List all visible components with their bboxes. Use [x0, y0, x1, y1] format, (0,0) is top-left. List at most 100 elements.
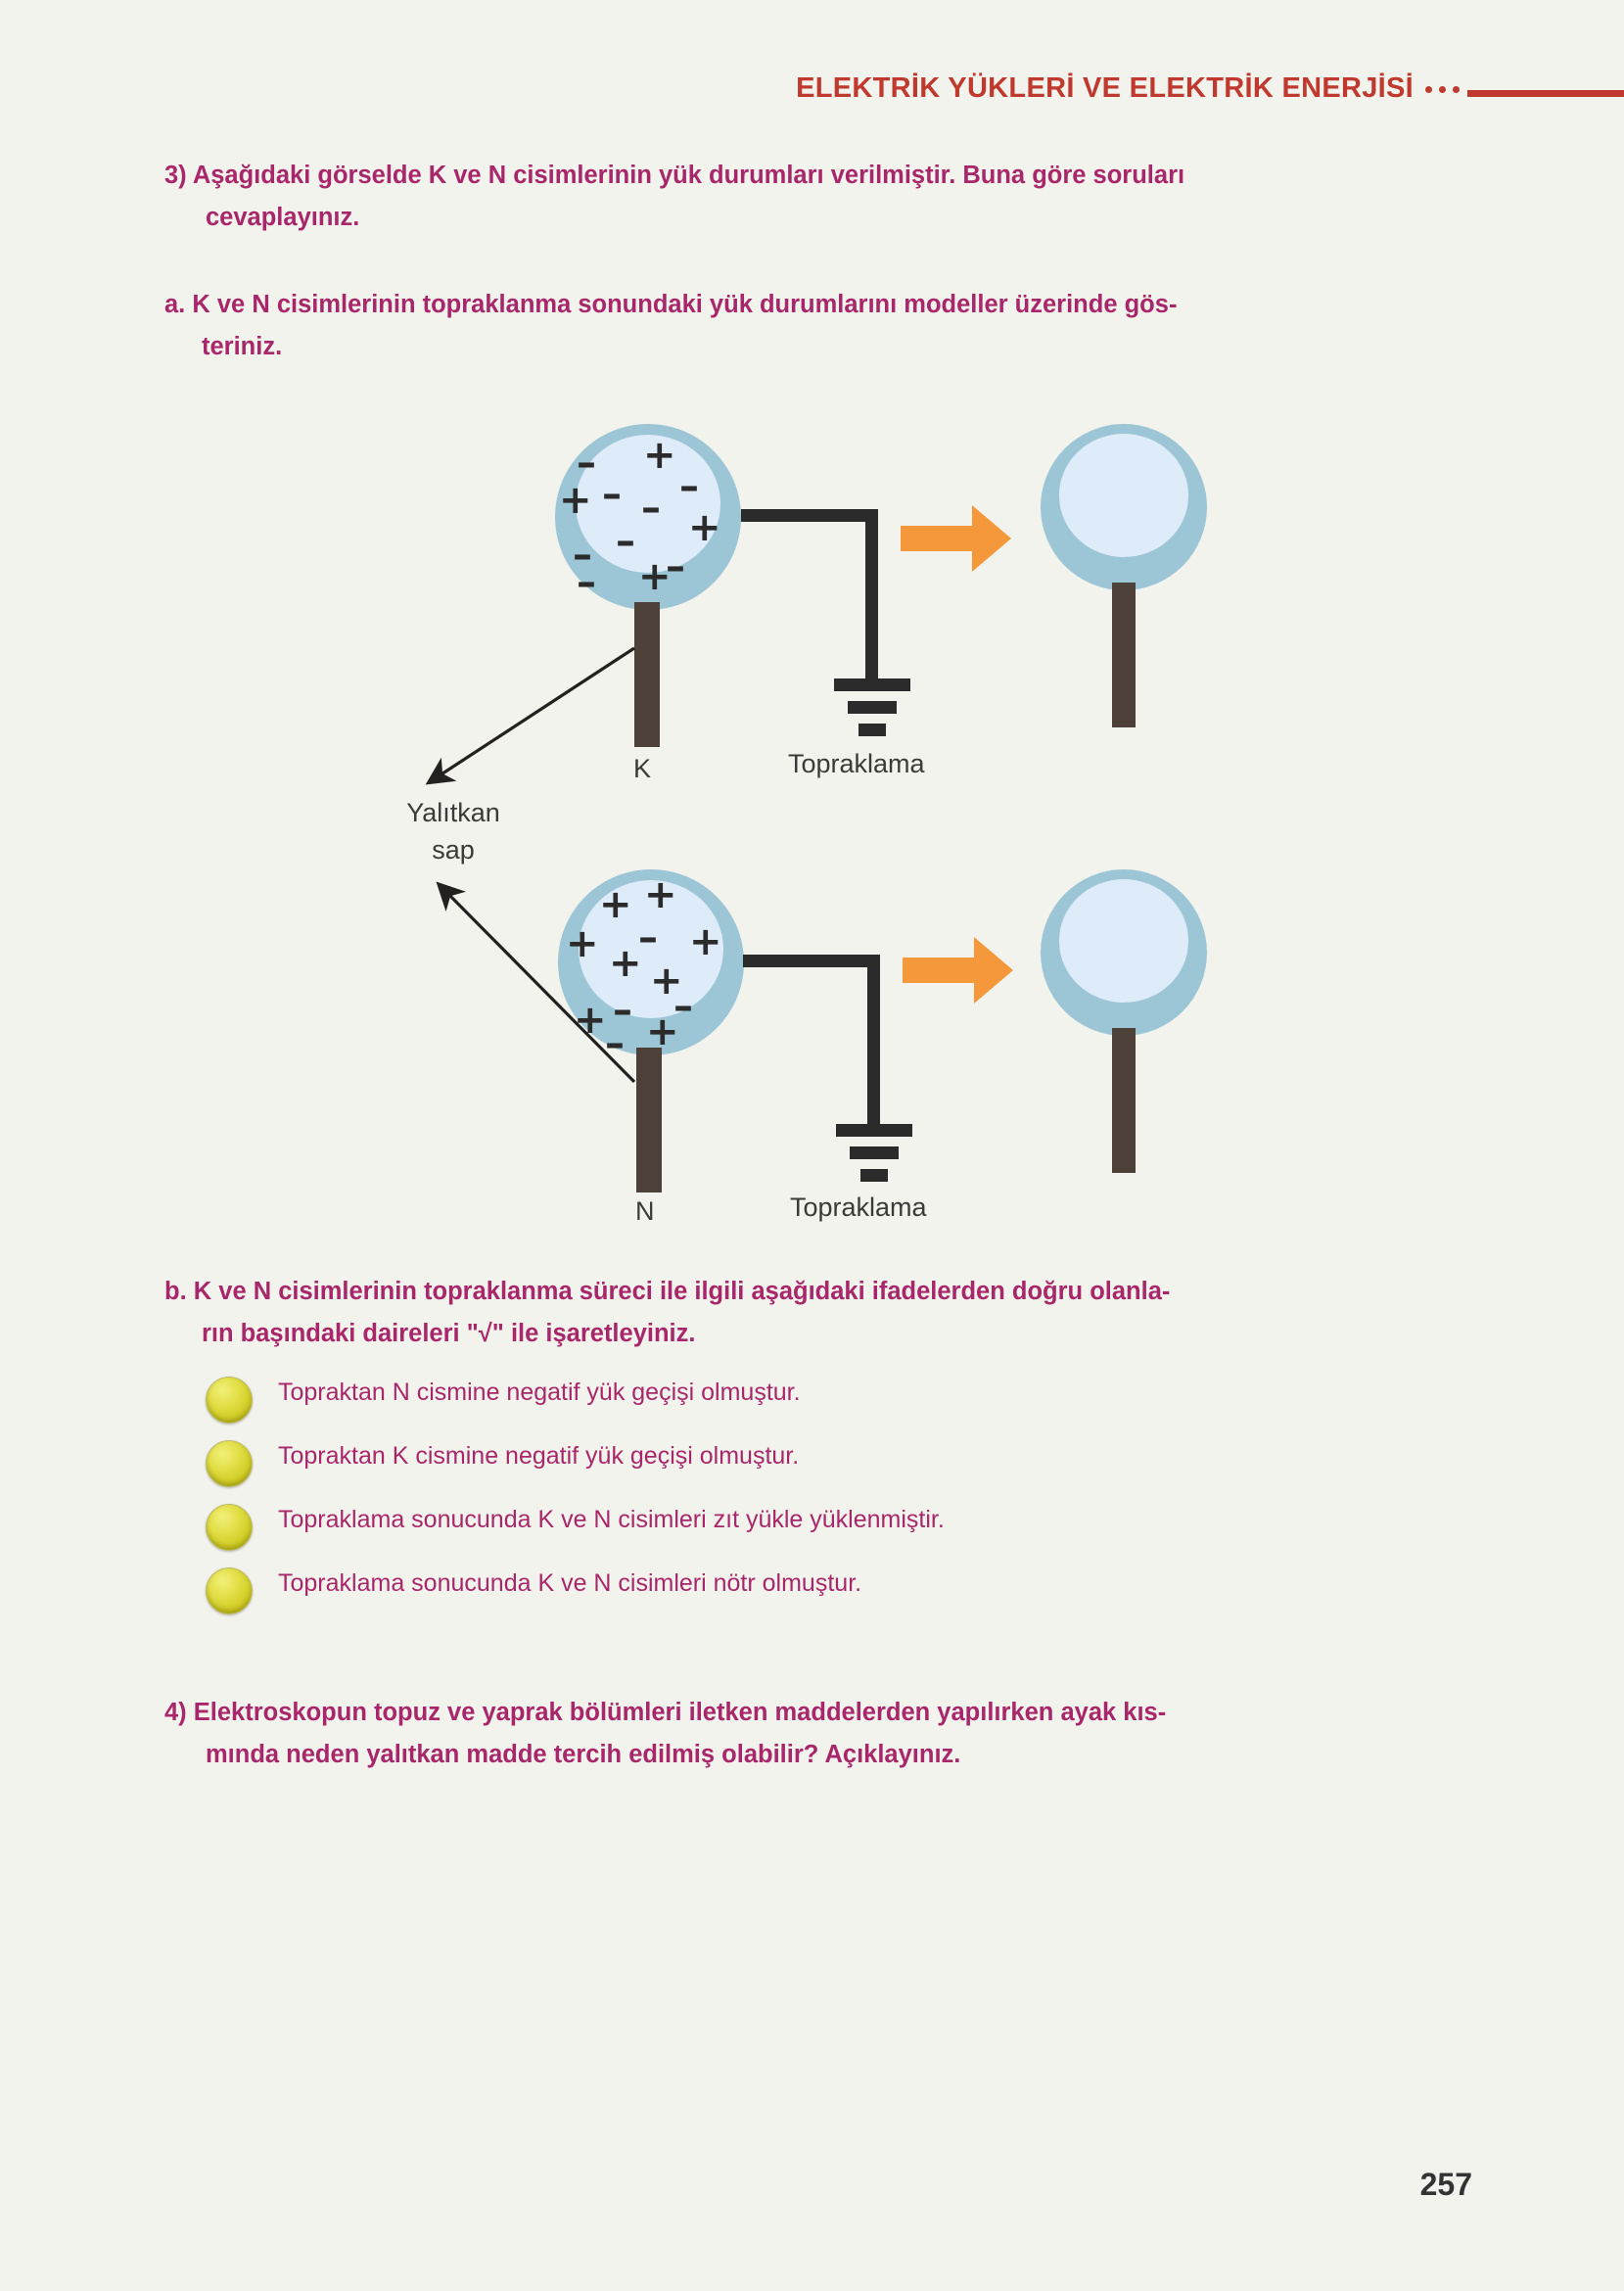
question-4-number: 4) — [164, 1699, 187, 1726]
insulating-handle-label-line2: sap — [432, 835, 475, 865]
object-k-label: K — [633, 754, 652, 783]
ground-label-n: Topraklama — [790, 1192, 927, 1222]
check-circle-icon[interactable] — [206, 1504, 253, 1551]
charge-plus: + — [566, 921, 599, 966]
callout-arrow-to-handle-n — [436, 881, 636, 1084]
charge-plus: + — [609, 941, 642, 986]
neutral-object-result-n — [1041, 869, 1207, 1036]
sphere-outer-circle — [558, 869, 744, 1055]
answer-lines[interactable] — [213, 1833, 1476, 2138]
charge-minus: – — [679, 464, 699, 509]
ground-symbol-bar-3 — [858, 724, 886, 736]
question-4: 4) Elektroskopun topuz ve yaprak bölümle… — [164, 1692, 1476, 1776]
charge-plus: + — [574, 998, 607, 1043]
charge-plus: + — [688, 505, 721, 550]
option-label: Topraklama sonucunda K ve N cisimleri zı… — [278, 1506, 945, 1533]
sphere-inner-circle — [1058, 879, 1189, 1003]
callout-arrow-to-handle-k — [425, 646, 635, 785]
sphere-outer-circle — [1041, 869, 1207, 1036]
charge-minus: – — [605, 1021, 625, 1066]
question-3a-number: a. — [164, 291, 186, 318]
question-3a: a. K ve N cisimlerinin topraklanma sonun… — [164, 284, 1471, 368]
neutral-object-result-k — [1041, 424, 1207, 590]
charged-object-n-sphere: + + + – + + + – – + + – — [558, 869, 744, 1063]
answer-line[interactable] — [213, 1884, 1476, 1935]
check-circle-icon[interactable] — [206, 1377, 253, 1424]
question-3b-number: b. — [164, 1278, 187, 1305]
answer-line[interactable] — [213, 1833, 1476, 1884]
answer-line[interactable] — [213, 2036, 1476, 2087]
charge-minus: – — [666, 544, 685, 589]
charge-plus: + — [643, 433, 676, 478]
charge-minus: – — [602, 472, 622, 517]
charge-minus: – — [577, 560, 596, 605]
charge-plus: + — [559, 478, 592, 523]
ellipsis-icon — [1425, 86, 1460, 93]
question-3a-text-line2: teriniz. — [202, 333, 283, 360]
sphere-outer-circle — [1041, 424, 1207, 590]
check-circle-icon[interactable] — [206, 1440, 253, 1487]
check-circle-icon[interactable] — [206, 1567, 253, 1614]
charge-minus: – — [577, 441, 596, 486]
question-3: 3) Aşağıdaki görselde K ve N cisimlerini… — [164, 155, 1471, 239]
question-3b: b. K ve N cisimlerinin topraklanma sürec… — [164, 1271, 1471, 1355]
charge-minus: – — [616, 519, 635, 564]
charge-plus: + — [646, 1009, 679, 1054]
ground-label-k: Topraklama — [788, 749, 925, 778]
ground-symbol-bar-2 — [850, 1146, 899, 1159]
question-3b-text-line1: K ve N cisimlerinin topraklanma süreci i… — [186, 1278, 1171, 1305]
charge-plus: + — [650, 958, 683, 1004]
page-number: 257 — [1419, 2167, 1472, 2202]
insulating-handle-label-line1: Yalıtkan — [406, 798, 500, 827]
charge-minus: – — [613, 988, 632, 1033]
list-item[interactable]: Topraklama sonucunda K ve N cisimleri zı… — [206, 1498, 1478, 1562]
page-header: ELEKTRİK YÜKLERİ VE ELEKTRİK ENERJİSİ — [0, 72, 1624, 117]
sphere-inner-circle — [1058, 434, 1189, 557]
sphere-outer-circle — [555, 424, 741, 610]
question-3a-text-line1: K ve N cisimlerinin topraklanma sonundak… — [185, 291, 1178, 318]
question-4-text-line1: Elektroskopun topuz ve yaprak bölümleri … — [186, 1699, 1167, 1726]
insulating-handle-n — [636, 1048, 662, 1192]
ground-symbol-bar-1 — [836, 1124, 912, 1137]
ground-wire-vertical-k — [865, 509, 878, 680]
option-label: Topraktan K cismine negatif yük geçişi o… — [278, 1442, 800, 1470]
option-label: Topraklama sonucunda K ve N cisimleri nö… — [278, 1569, 862, 1597]
page-header-title: ELEKTRİK YÜKLERİ VE ELEKTRİK ENERJİSİ — [796, 72, 1414, 104]
header-rule — [1467, 90, 1624, 97]
ground-symbol-bar-3 — [860, 1169, 888, 1182]
answer-line[interactable] — [213, 1986, 1476, 2036]
question-3b-text-line2: rın başındaki daireleri "√" ile işaretle… — [202, 1320, 696, 1347]
transformation-arrow-n — [903, 958, 977, 983]
insulating-handle-result-n — [1112, 1028, 1136, 1173]
charge-plus: + — [689, 919, 722, 964]
ground-symbol-bar-2 — [848, 701, 897, 714]
charge-plus: + — [599, 882, 632, 927]
list-item[interactable]: Topraktan N cismine negatif yük geçişi o… — [206, 1371, 1478, 1434]
question-3-text-line2: cevaplayınız. — [206, 204, 360, 231]
question-3-text-line1: Aşağıdaki görselde K ve N cisimlerinin y… — [186, 162, 1185, 189]
charge-minus: – — [573, 533, 592, 578]
transformation-arrow-head-k — [972, 505, 1011, 572]
object-n-label: N — [635, 1196, 655, 1226]
ground-wire-horizontal-k — [741, 509, 878, 522]
charge-plus: + — [644, 872, 677, 917]
ground-wire-vertical-n — [867, 955, 880, 1126]
insulating-handle-k — [634, 602, 660, 747]
list-item[interactable]: Topraktan K cismine negatif yük geçişi o… — [206, 1434, 1478, 1498]
charged-object-k-sphere: – + – – + – + – – – – + — [555, 424, 741, 610]
transformation-arrow-k — [901, 526, 975, 551]
insulating-handle-result-k — [1112, 583, 1136, 727]
ground-wire-horizontal-n — [743, 955, 880, 967]
answer-line[interactable] — [213, 1935, 1476, 1986]
answer-line[interactable] — [213, 2087, 1476, 2138]
question-3-number: 3) — [164, 162, 187, 189]
charge-plus: + — [638, 554, 672, 599]
transformation-arrow-head-n — [974, 937, 1013, 1004]
charge-minus: – — [641, 486, 661, 531]
charge-minus: – — [638, 915, 658, 960]
option-list: Topraktan N cismine negatif yük geçişi o… — [206, 1371, 1478, 1625]
list-item[interactable]: Topraklama sonucunda K ve N cisimleri nö… — [206, 1562, 1478, 1625]
sphere-inner-circle — [578, 880, 724, 1018]
sphere-inner-circle — [575, 435, 721, 573]
ground-symbol-bar-1 — [834, 678, 910, 691]
